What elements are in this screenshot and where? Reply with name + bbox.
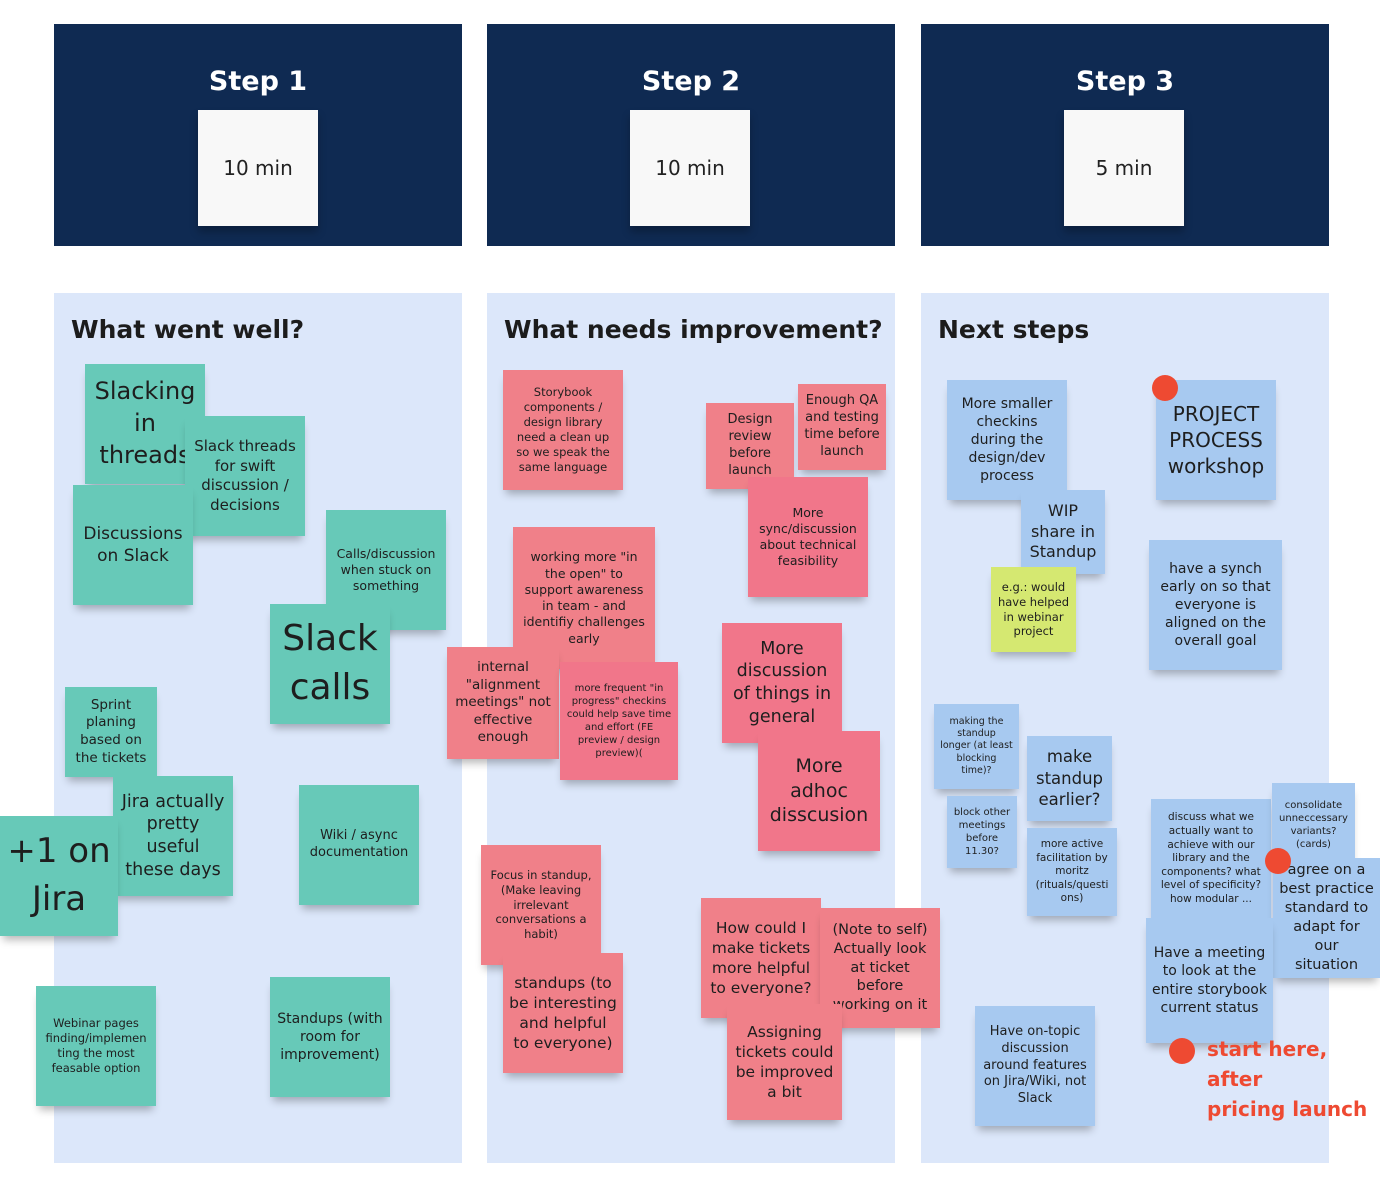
sticky-note[interactable]: e.g.: would have helped in webinar proje…	[991, 567, 1076, 652]
sticky-note[interactable]: have a synch early on so that everyone i…	[1149, 540, 1282, 670]
red-marker-dot	[1152, 375, 1178, 401]
red-marker-dot	[1169, 1038, 1195, 1064]
sticky-note[interactable]: Webinar pages finding/implemen ting the …	[36, 986, 156, 1106]
start-here-annotation: start here, after pricing launch	[1207, 1037, 1368, 1121]
sticky-note[interactable]: Standups (with room for improvement)	[270, 977, 390, 1097]
sticky-note[interactable]: Slack calls	[270, 604, 390, 724]
sticky-note[interactable]: Have a meeting to look at the entire sto…	[1146, 918, 1273, 1043]
sticky-note[interactable]: more frequent "in progress" checkins cou…	[560, 662, 678, 780]
step-title: Step 2	[641, 66, 741, 97]
sticky-note[interactable]: Design review before launch	[706, 403, 794, 489]
sticky-note[interactable]: discuss what we actually want to achieve…	[1151, 799, 1271, 919]
sticky-note[interactable]: Discussions on Slack	[73, 485, 193, 605]
column-title: What went well?	[71, 315, 305, 344]
sticky-note[interactable]: Wiki / async documentation	[299, 785, 419, 905]
step-title: Step 1	[208, 66, 308, 97]
sticky-note[interactable]: Assigning tickets could be improved a bi…	[727, 1004, 842, 1120]
step-frame-1[interactable]: Step 1 10 min	[54, 24, 462, 246]
sticky-note[interactable]: More sync/discussion about technical fea…	[748, 477, 868, 597]
sticky-note[interactable]: WIP share in Standup	[1021, 490, 1105, 574]
sticky-note[interactable]: more active facilitation by moritz (ritu…	[1027, 828, 1117, 916]
sticky-note[interactable]: Slack threads for swift discussion / dec…	[185, 416, 305, 536]
timer-note[interactable]: 5 min	[1064, 110, 1184, 226]
sticky-note[interactable]: How could I make tickets more helpful to…	[701, 898, 821, 1018]
column-title: What needs improvement?	[504, 315, 883, 344]
sticky-note[interactable]: PROJECT PROCESS workshop	[1156, 380, 1276, 500]
sticky-note[interactable]: internal "alignment meetings" not effect…	[447, 647, 559, 759]
sticky-note[interactable]: block other meetings before 11.30?	[947, 796, 1017, 868]
column-title: Next steps	[938, 315, 1090, 344]
sticky-note[interactable]: Storybook components / design library ne…	[503, 370, 623, 490]
sticky-note[interactable]: More adhoc disscusion	[758, 731, 880, 851]
step-title: Step 3	[1075, 66, 1175, 97]
sticky-note[interactable]: Enough QA and testing time before launch	[798, 384, 886, 470]
sticky-note[interactable]: agree on a best practice standard to ada…	[1273, 858, 1380, 978]
sticky-note[interactable]: Sprint planing based on the tickets	[65, 687, 157, 777]
red-marker-dot	[1265, 848, 1291, 874]
step-frame-3[interactable]: Step 3 5 min	[921, 24, 1329, 246]
sticky-note[interactable]: Focus in standup, (Make leaving irreleva…	[481, 845, 601, 965]
step-frame-2[interactable]: Step 2 10 min	[487, 24, 895, 246]
sticky-note[interactable]: standups (to be interesting and helpful …	[503, 953, 623, 1073]
sticky-note[interactable]: Have on-topic discussion around features…	[975, 1006, 1095, 1126]
sticky-note[interactable]: working more "in the open" to support aw…	[513, 527, 655, 669]
timer-note[interactable]: 10 min	[630, 110, 750, 226]
sticky-note[interactable]: make standup earlier?	[1027, 736, 1112, 821]
sticky-note[interactable]: Jira actually pretty useful these days	[113, 776, 233, 896]
timer-note[interactable]: 10 min	[198, 110, 318, 226]
sticky-note[interactable]: More smaller checkins during the design/…	[947, 380, 1067, 500]
sticky-note[interactable]: More discussion of things in general	[722, 623, 842, 743]
sticky-note[interactable]: (Note to self) Actually look at ticket b…	[820, 908, 940, 1028]
sticky-note[interactable]: making the standup longer (at least bloc…	[934, 704, 1019, 789]
sticky-note[interactable]: +1 on Jira	[0, 816, 118, 936]
